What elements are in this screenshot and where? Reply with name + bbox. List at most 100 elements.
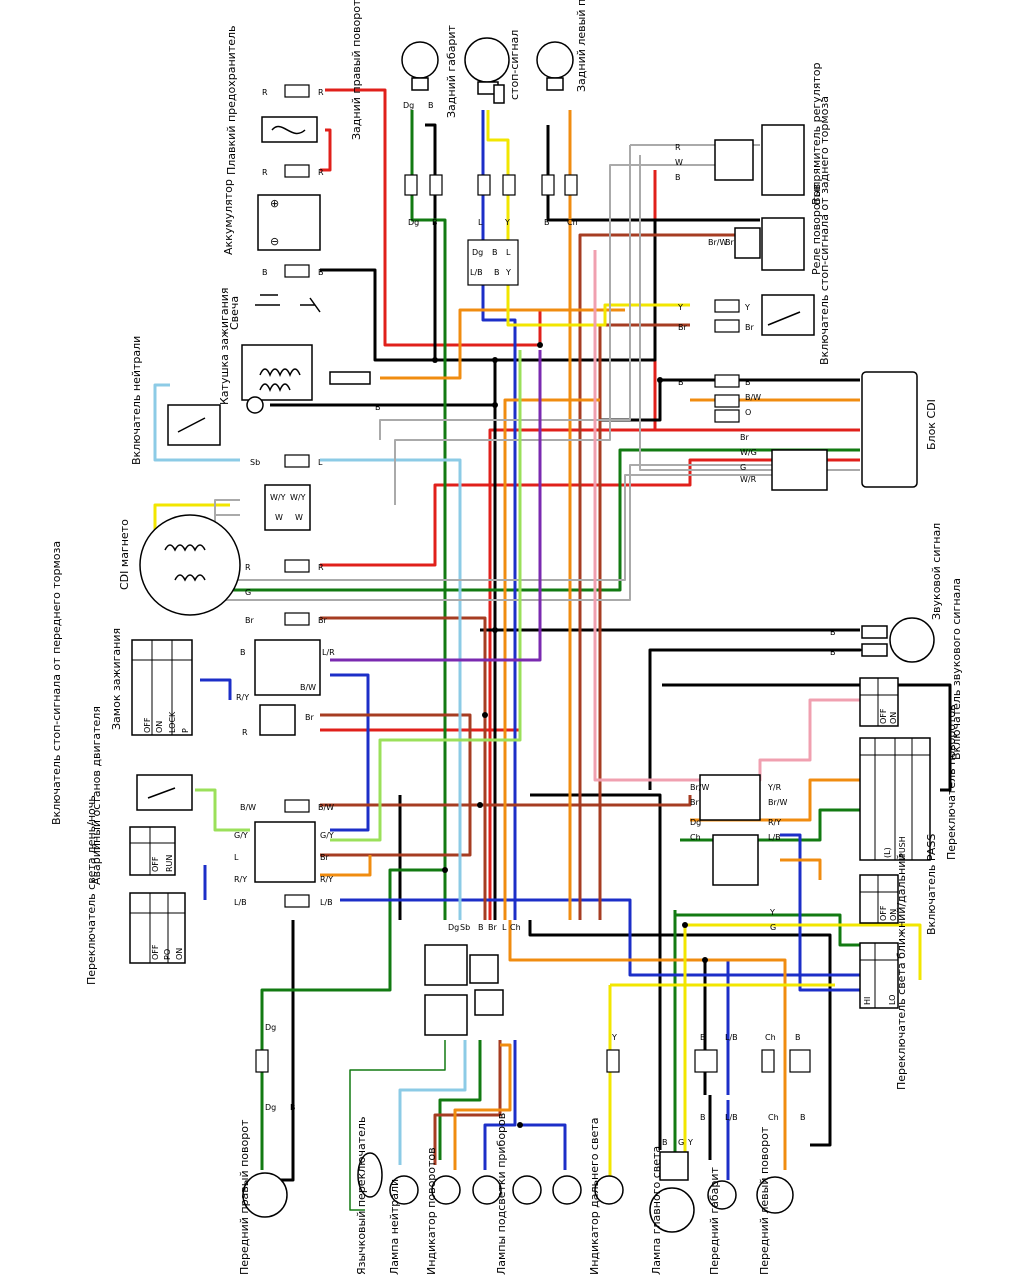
svg-text:B: B	[662, 1138, 668, 1147]
wire-dg-front	[260, 868, 445, 1170]
label-ignition-switch: Замок зажигания	[110, 628, 123, 730]
rear-right-turn-bulb	[401, 41, 439, 79]
svg-text:B: B	[800, 1113, 806, 1122]
svg-text:Br: Br	[305, 713, 314, 722]
stop-connectors	[254, 821, 316, 883]
svg-text:Y/R: Y/R	[767, 783, 782, 792]
fuse-battery: ⊕ ⊖	[257, 116, 321, 251]
front-right-turn-bulb	[242, 1172, 288, 1218]
svg-text:B: B	[240, 648, 246, 657]
front-tail-bulb	[707, 1180, 737, 1210]
ign-row-lock: LOCK	[168, 711, 177, 733]
wire-dg-rear-right	[410, 110, 447, 920]
svg-text:Sb: Sb	[250, 458, 260, 467]
svg-text:B: B	[492, 248, 498, 257]
label-engine-stop: Аварийный останов двигателя	[90, 706, 103, 885]
wire-blue-dimmer	[780, 833, 860, 992]
svg-text:B: B	[700, 1113, 706, 1122]
svg-text:Br: Br	[740, 433, 749, 442]
svg-text:G/Y: G/Y	[234, 831, 248, 840]
rear-lamps	[401, 37, 574, 104]
svg-text:Ch: Ch	[765, 1033, 776, 1042]
turn-switch-table	[859, 737, 931, 861]
svg-text:Y: Y	[687, 1138, 693, 1147]
svg-text:G: G	[245, 588, 251, 597]
label-spark-plug: Свеча	[228, 296, 241, 330]
wire-black-tail-right	[425, 123, 437, 360]
label-hibeam-indicator: Индикатор дальнего света	[588, 1118, 601, 1275]
svg-text:W/Y: W/Y	[270, 493, 286, 502]
svg-text:B: B	[700, 1033, 706, 1042]
front-left-turn-bulb	[756, 1176, 794, 1214]
svg-text:R: R	[675, 143, 681, 152]
rear-brake-switch-group	[761, 294, 815, 336]
wire-sky-meter	[398, 1040, 467, 1165]
svg-text:B: B	[478, 923, 484, 932]
svg-text:Y: Y	[769, 908, 775, 917]
ign-row-on: ON	[155, 721, 164, 733]
label-rear-tail: Задний габарит	[445, 24, 458, 118]
svg-text:R: R	[318, 88, 324, 97]
svg-text:B: B	[428, 101, 434, 110]
svg-text:R/Y: R/Y	[234, 875, 247, 884]
svg-text:W/R: W/R	[740, 475, 757, 484]
horn-switch-table	[859, 677, 899, 727]
svg-text:B: B	[375, 403, 381, 412]
wire-black-horn	[480, 628, 862, 790]
svg-text:W/G: W/G	[740, 448, 757, 457]
horn-off: OFF	[879, 708, 888, 724]
wire-yellow-dimmer	[683, 923, 922, 1165]
wire-brown-ign	[320, 616, 487, 920]
svg-text:R/Y: R/Y	[236, 693, 249, 702]
svg-text:W/Y: W/Y	[290, 493, 306, 502]
wl-r1: R	[262, 88, 268, 97]
svg-text:Sb: Sb	[460, 923, 470, 932]
wire-green-meter	[438, 1040, 482, 1160]
svg-text:Br/W: Br/W	[690, 783, 709, 792]
svg-text:Br: Br	[725, 238, 734, 247]
label-front-left-turn: Передний левый поворот	[758, 1126, 771, 1275]
meter-connectors	[424, 944, 504, 1036]
label-brake-light: стоп-сигнал	[508, 30, 521, 100]
svg-text:B: B	[795, 1033, 801, 1042]
turn-l-paren: (L)	[883, 847, 892, 858]
label-rear-left-turn: Задний левый поворот	[575, 0, 588, 92]
component-labels: Задний правый поворот Задний габарит сто…	[50, 0, 963, 1275]
svg-text:B/W: B/W	[745, 393, 761, 402]
svg-text:Ch: Ch	[567, 218, 578, 227]
svg-text:Br/W: Br/W	[708, 238, 727, 247]
day-night-po: PO	[163, 949, 172, 960]
svg-text:G: G	[770, 923, 776, 932]
svg-text:L: L	[478, 218, 483, 227]
label-cdi-unit: Блок CDI	[925, 399, 938, 450]
day-night-table	[129, 892, 186, 964]
wire-red-magneto	[320, 458, 860, 567]
label-meter-lamps: Лампы подсветки приборов	[495, 1113, 508, 1275]
svg-text:Br: Br	[245, 616, 254, 625]
engine-stop-run: RUN	[165, 855, 174, 872]
svg-text:Y: Y	[677, 303, 683, 312]
label-rear-brake-switch: Включатель стоп-сигнала от заднего тормо…	[818, 96, 831, 365]
svg-text:Y: Y	[504, 218, 510, 227]
wire-red-fuse-battery	[320, 128, 332, 172]
pass-switch-table	[859, 874, 899, 924]
label-reed-switch: Язычковый переключатель	[355, 1117, 368, 1275]
wire-brown-relay	[578, 233, 760, 920]
label-pass-switch: Включатель PASS	[925, 834, 938, 935]
svg-text:B: B	[830, 628, 836, 637]
svg-text:Br: Br	[318, 616, 327, 625]
svg-text:B/W: B/W	[240, 803, 256, 812]
label-headlight: Лампа главного света	[650, 1146, 663, 1275]
svg-text:L/B: L/B	[320, 898, 333, 907]
label-fuse: Плавкий предохранитель	[225, 25, 238, 175]
label-turn-relay: Реле поворотов	[810, 184, 823, 275]
svg-text:Dg: Dg	[265, 1103, 276, 1112]
neutral-switch-box	[167, 404, 221, 446]
meter-lamp-2	[512, 1175, 542, 1205]
label-front-brake-switch: Включатель стоп-сигнала от переднего тор…	[50, 541, 63, 825]
wire-white-cdi2	[210, 464, 790, 601]
svg-text:W: W	[295, 513, 303, 522]
cdi-unit-box	[861, 371, 918, 488]
turn-connectors	[699, 774, 761, 886]
